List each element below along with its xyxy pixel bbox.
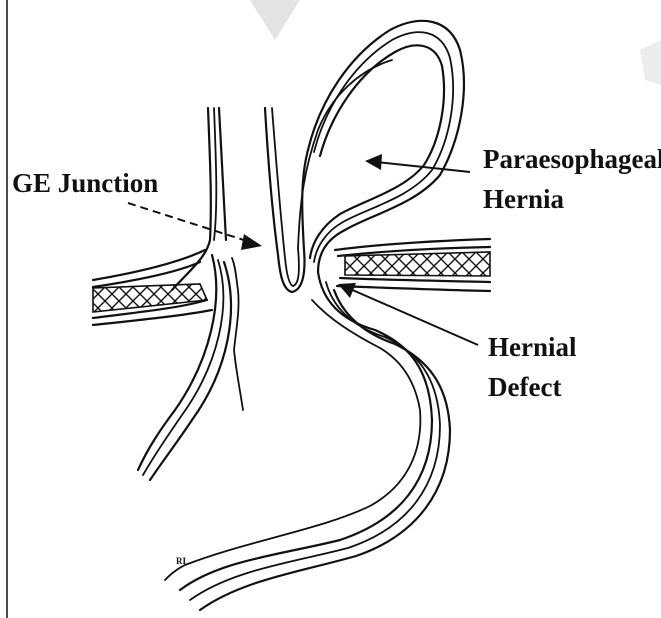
label-hernia: Hernia bbox=[483, 184, 564, 214]
label-defect: Defect bbox=[488, 372, 561, 402]
label-ge-junction: GE Junction bbox=[12, 168, 158, 198]
paraesophageal-hernia-arrow bbox=[365, 154, 470, 172]
artist-initials: RI bbox=[176, 556, 186, 566]
ge-junction-arrow bbox=[128, 203, 262, 250]
hernia-sac bbox=[165, 21, 464, 610]
label-paraesophageal: Paraesophageal bbox=[483, 144, 661, 174]
left-diaphragm bbox=[93, 250, 212, 325]
watermark-shapes bbox=[250, 0, 661, 85]
right-diaphragm bbox=[335, 239, 490, 291]
label-hernial: Hernial bbox=[488, 332, 577, 362]
